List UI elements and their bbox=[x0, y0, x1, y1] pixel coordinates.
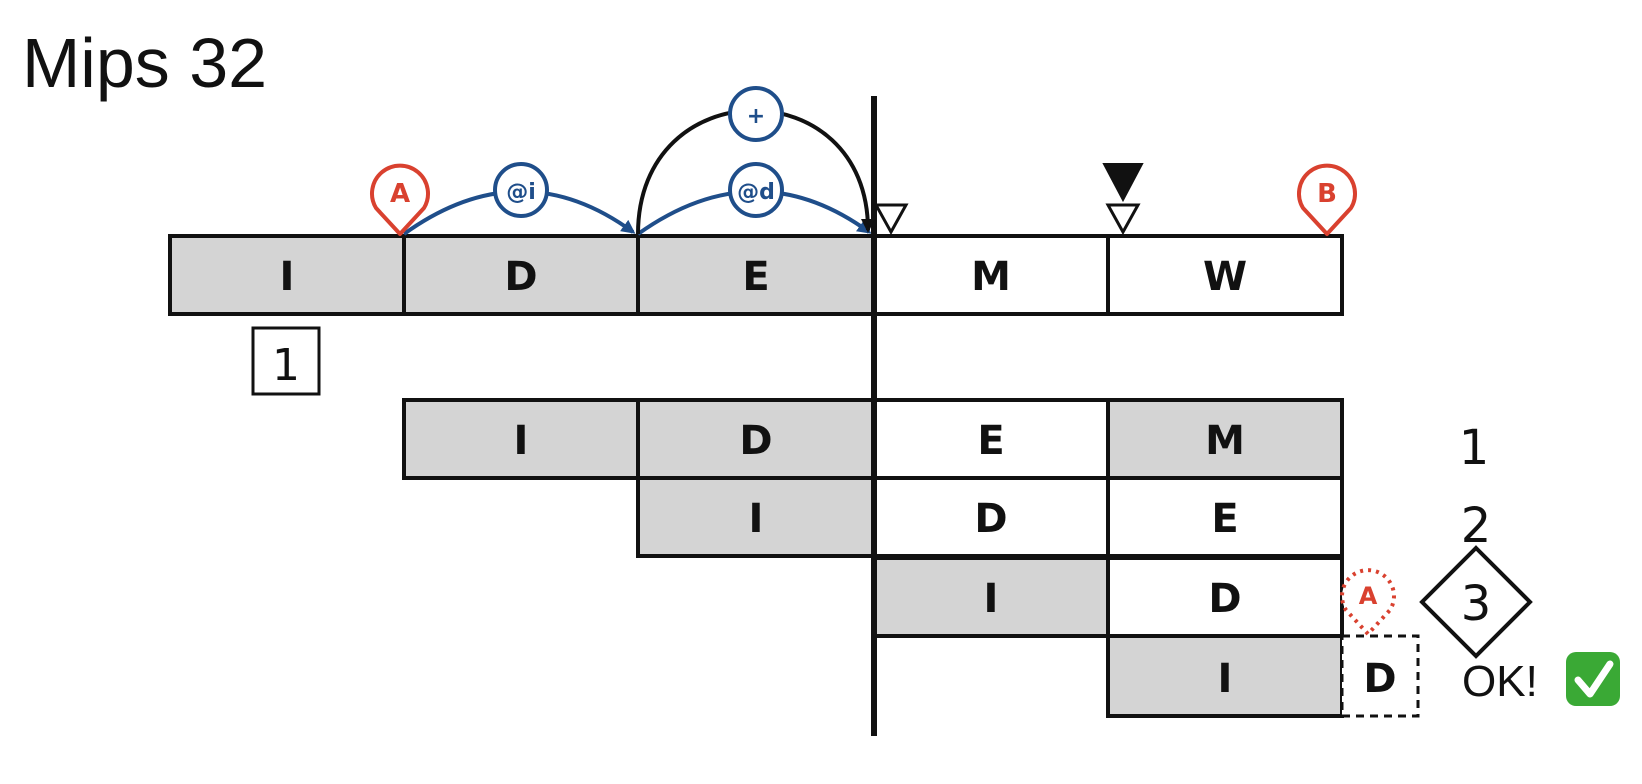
pin-a-dotted-icon bbox=[1340, 568, 1396, 636]
stage-label: D bbox=[739, 418, 772, 464]
counter-2: 2 bbox=[1461, 498, 1492, 554]
stage-cell bbox=[872, 556, 1110, 638]
stage-label: I bbox=[749, 496, 764, 542]
ok-label: OK! bbox=[1462, 657, 1538, 706]
stage-label: D bbox=[1363, 656, 1396, 702]
check-icon bbox=[1566, 652, 1620, 706]
stage-label: D bbox=[1208, 576, 1241, 622]
stage-label: E bbox=[977, 418, 1004, 464]
stage-cell bbox=[636, 234, 876, 316]
instruction-row-2: I D E bbox=[636, 476, 1344, 558]
clock-triangle-icon bbox=[1105, 203, 1141, 236]
stage-label: D bbox=[504, 254, 537, 300]
counter-3-diamond bbox=[1419, 545, 1533, 659]
data-address-label: @d bbox=[737, 180, 775, 205]
counter-1: 1 bbox=[1459, 420, 1490, 476]
fetch-address-label: @i bbox=[506, 180, 536, 205]
stage-cell bbox=[168, 234, 406, 316]
stage-label: D bbox=[974, 496, 1007, 542]
stage-cell bbox=[636, 398, 876, 480]
pin-a-label: A bbox=[390, 179, 410, 209]
stage-label: I bbox=[984, 576, 999, 622]
clock-triangle-icon bbox=[873, 203, 909, 236]
counter-3: 3 bbox=[1461, 576, 1492, 632]
stalled-stage-cell bbox=[1340, 634, 1420, 718]
pin-b-label: B bbox=[1317, 179, 1337, 209]
pin-a-marker: A bbox=[370, 163, 430, 236]
stage-cell bbox=[1106, 476, 1344, 558]
cycle-box bbox=[251, 326, 321, 396]
instruction-row-3: I D bbox=[872, 556, 1344, 638]
stage-label: W bbox=[1203, 254, 1247, 300]
stage-label: I bbox=[514, 418, 529, 464]
instruction-row-1: I D E M bbox=[402, 398, 1344, 480]
clock-triangle-filled-icon bbox=[1102, 163, 1144, 203]
check-icon-box bbox=[1566, 652, 1620, 706]
stage-label: M bbox=[971, 254, 1011, 300]
pin-a-dotted-marker: A bbox=[1340, 568, 1396, 636]
diagram-title: Mips 32 bbox=[22, 24, 268, 102]
stage-label: E bbox=[742, 254, 769, 300]
pin-a-dotted-label: A bbox=[1359, 582, 1378, 610]
instruction-row-0: I D E M W bbox=[168, 234, 1344, 316]
check-icon-mark bbox=[1574, 660, 1614, 698]
pin-a-icon bbox=[370, 163, 430, 236]
stage-cell bbox=[1106, 398, 1344, 480]
stage-cell bbox=[1106, 234, 1344, 316]
stage-label: I bbox=[280, 254, 295, 300]
stage-label: E bbox=[1211, 496, 1238, 542]
pin-b-icon bbox=[1297, 163, 1357, 236]
plus-label: + bbox=[747, 104, 765, 129]
pin-b-marker: B bbox=[1297, 163, 1357, 236]
stage-cell bbox=[636, 476, 876, 558]
data-address-bubble bbox=[728, 162, 784, 218]
fetch-address-bubble bbox=[493, 162, 549, 218]
stage-label: M bbox=[1205, 418, 1245, 464]
stage-cell bbox=[402, 234, 640, 316]
plus-bubble bbox=[728, 86, 784, 142]
cycle-box-label: 1 bbox=[272, 340, 300, 391]
stage-label: I bbox=[1218, 656, 1233, 702]
stage-cell bbox=[1106, 634, 1344, 718]
instruction-row-4: I D bbox=[1106, 634, 1420, 718]
stage-cell bbox=[1106, 556, 1344, 638]
stage-cell bbox=[872, 234, 1110, 316]
